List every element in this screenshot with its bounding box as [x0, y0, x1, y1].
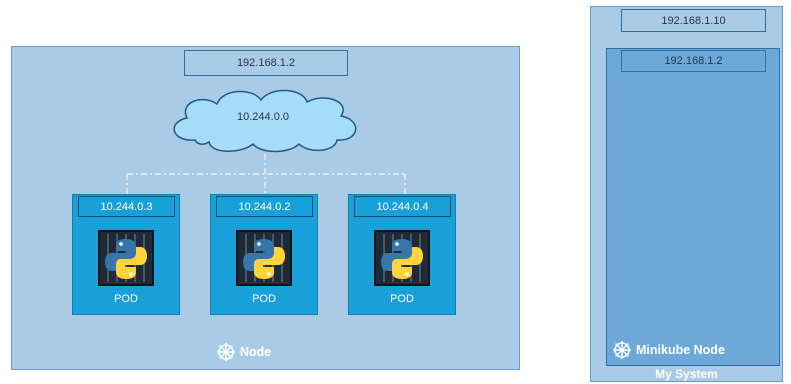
pod-2-label: POD — [252, 293, 276, 305]
pod-3-label: POD — [390, 293, 414, 305]
pod-2-ip: 10.244.0.2 — [216, 196, 313, 217]
kubernetes-icon — [613, 341, 631, 359]
pod-1-label: POD — [114, 293, 138, 305]
my-system-label: My System — [655, 367, 718, 381]
system-ip-address: 192.168.1.10 — [621, 9, 766, 32]
node-ip-address: 192.168.1.2 — [184, 50, 348, 76]
python-container-icon — [98, 230, 154, 286]
minikube-node-label-text: Minikube Node — [636, 343, 725, 357]
kubernetes-icon — [217, 343, 235, 361]
pod-network-cidr: 10.244.0.0 — [237, 111, 289, 123]
pod-network-cloud-icon — [173, 89, 357, 153]
node-label: Node — [216, 340, 336, 364]
python-container-icon — [374, 230, 430, 286]
minikube-node-label: Minikube Node — [612, 338, 780, 362]
python-container-icon — [236, 230, 292, 286]
minikube-node-ip: 192.168.1.2 — [621, 50, 766, 72]
pod-1-ip: 10.244.0.3 — [78, 196, 175, 217]
node-label-text: Node — [240, 345, 272, 359]
pod-3-ip: 10.244.0.4 — [354, 196, 451, 217]
minikube-node-box — [606, 48, 780, 366]
